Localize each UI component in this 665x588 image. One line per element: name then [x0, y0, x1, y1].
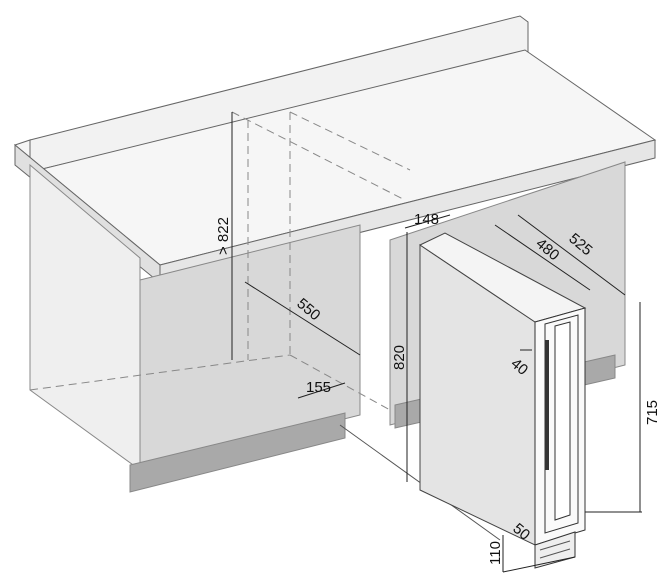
dim-vent-depth: 155 — [306, 379, 331, 396]
dim-niche-height: > 822 — [215, 217, 232, 255]
left-cabinet — [29, 163, 361, 493]
dim-appliance-height: 820 — [391, 345, 408, 370]
dim-appliance-width: 148 — [414, 211, 439, 228]
dim-door-height: 715 — [644, 400, 661, 425]
dimension-lines — [231, 112, 642, 573]
dim-plinth-height: 110 — [487, 541, 504, 565]
door-handle — [545, 340, 549, 470]
wine-cooler — [418, 232, 587, 569]
